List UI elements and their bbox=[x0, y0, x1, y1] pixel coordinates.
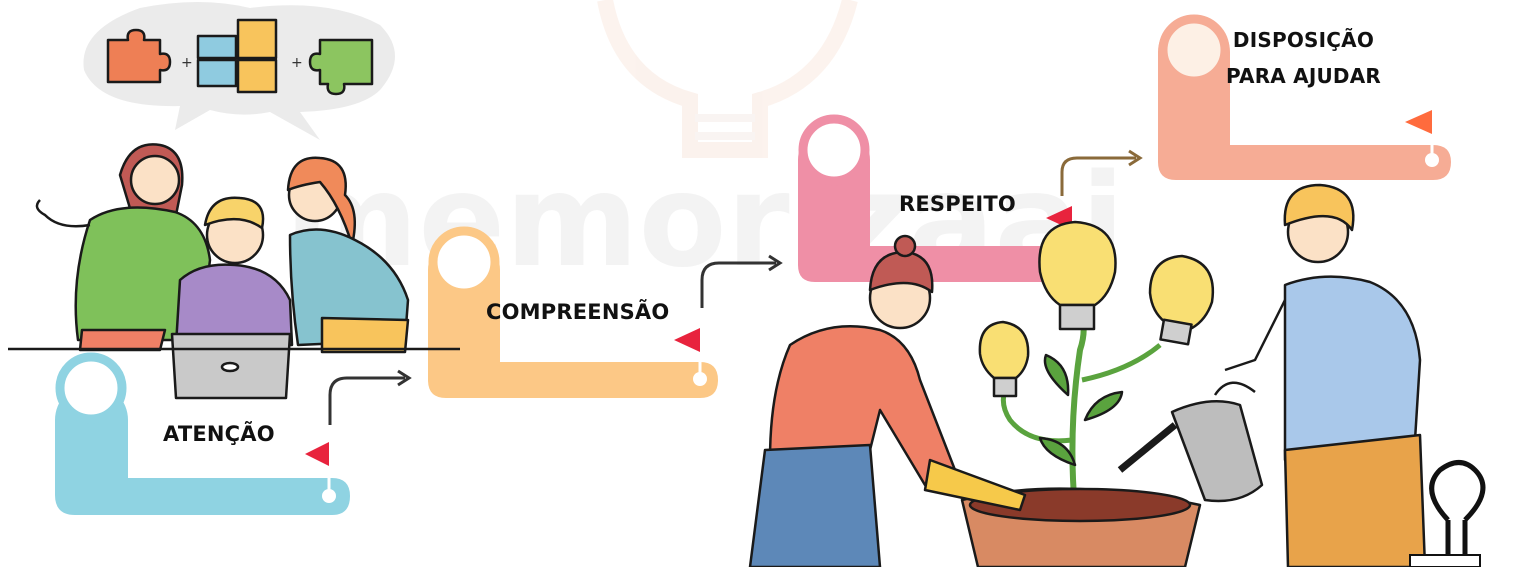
watermark-bulb-icon bbox=[597, 0, 858, 158]
flag-icon bbox=[305, 442, 329, 466]
teal-shirt bbox=[288, 228, 410, 347]
watering-can-icon bbox=[1170, 400, 1264, 503]
svg-text:+: + bbox=[181, 55, 193, 71]
step-label-atencao: ATENÇÃO bbox=[163, 422, 275, 446]
step-compreensao bbox=[428, 226, 783, 398]
leaf bbox=[1038, 436, 1077, 467]
flag-icon bbox=[1405, 110, 1432, 134]
step-label-disposicao: DISPOSIÇÃO PARA AJUDAR bbox=[1226, 28, 1381, 88]
puzzle-icon bbox=[236, 58, 278, 94]
puzzle-icon bbox=[196, 34, 238, 88]
puzzle-icon bbox=[308, 38, 374, 96]
purple-shirt bbox=[174, 263, 294, 347]
svg-text:+: + bbox=[291, 55, 303, 71]
step-compreensao-ring bbox=[428, 226, 500, 298]
orange-pants bbox=[1283, 433, 1427, 567]
orange-shirt bbox=[768, 325, 957, 487]
flag-icon bbox=[674, 328, 700, 352]
leaf bbox=[1043, 353, 1070, 397]
binder-clip-icon bbox=[1409, 460, 1486, 567]
arrow-icon bbox=[328, 376, 405, 425]
green-sweater bbox=[74, 206, 212, 342]
lightbulb-icon bbox=[978, 320, 1030, 380]
step-respeito-ring bbox=[798, 114, 870, 186]
woman-gardener bbox=[748, 234, 1027, 567]
puzzle-icon bbox=[106, 28, 172, 84]
jeans bbox=[748, 443, 882, 567]
step-atencao-track bbox=[55, 383, 350, 515]
puzzle-icon bbox=[236, 18, 278, 60]
arrow-head-icon bbox=[768, 254, 783, 272]
step-label-compreensao: COMPREENSÃO bbox=[486, 300, 670, 324]
step-disposicao-ring bbox=[1158, 14, 1230, 86]
team-illustration: + + bbox=[8, 2, 460, 400]
arrow-icon bbox=[1060, 156, 1136, 196]
leaf bbox=[1083, 390, 1124, 422]
arrow-head-icon bbox=[1128, 149, 1143, 167]
step-disposicao bbox=[1158, 14, 1451, 180]
lightbulb-icon bbox=[1148, 254, 1215, 330]
lightbulb-icon bbox=[1038, 220, 1117, 307]
arrow-icon bbox=[700, 261, 776, 308]
step-atencao-ring bbox=[55, 352, 127, 424]
arrow-head-icon bbox=[397, 369, 412, 387]
man-gardener bbox=[1117, 183, 1427, 567]
step-label-respeito: RESPEITO bbox=[899, 192, 1016, 216]
blue-sweater bbox=[1283, 275, 1422, 462]
background-decoration bbox=[597, 0, 858, 158]
step-respeito-track bbox=[798, 124, 1075, 282]
step-atencao bbox=[55, 352, 412, 515]
